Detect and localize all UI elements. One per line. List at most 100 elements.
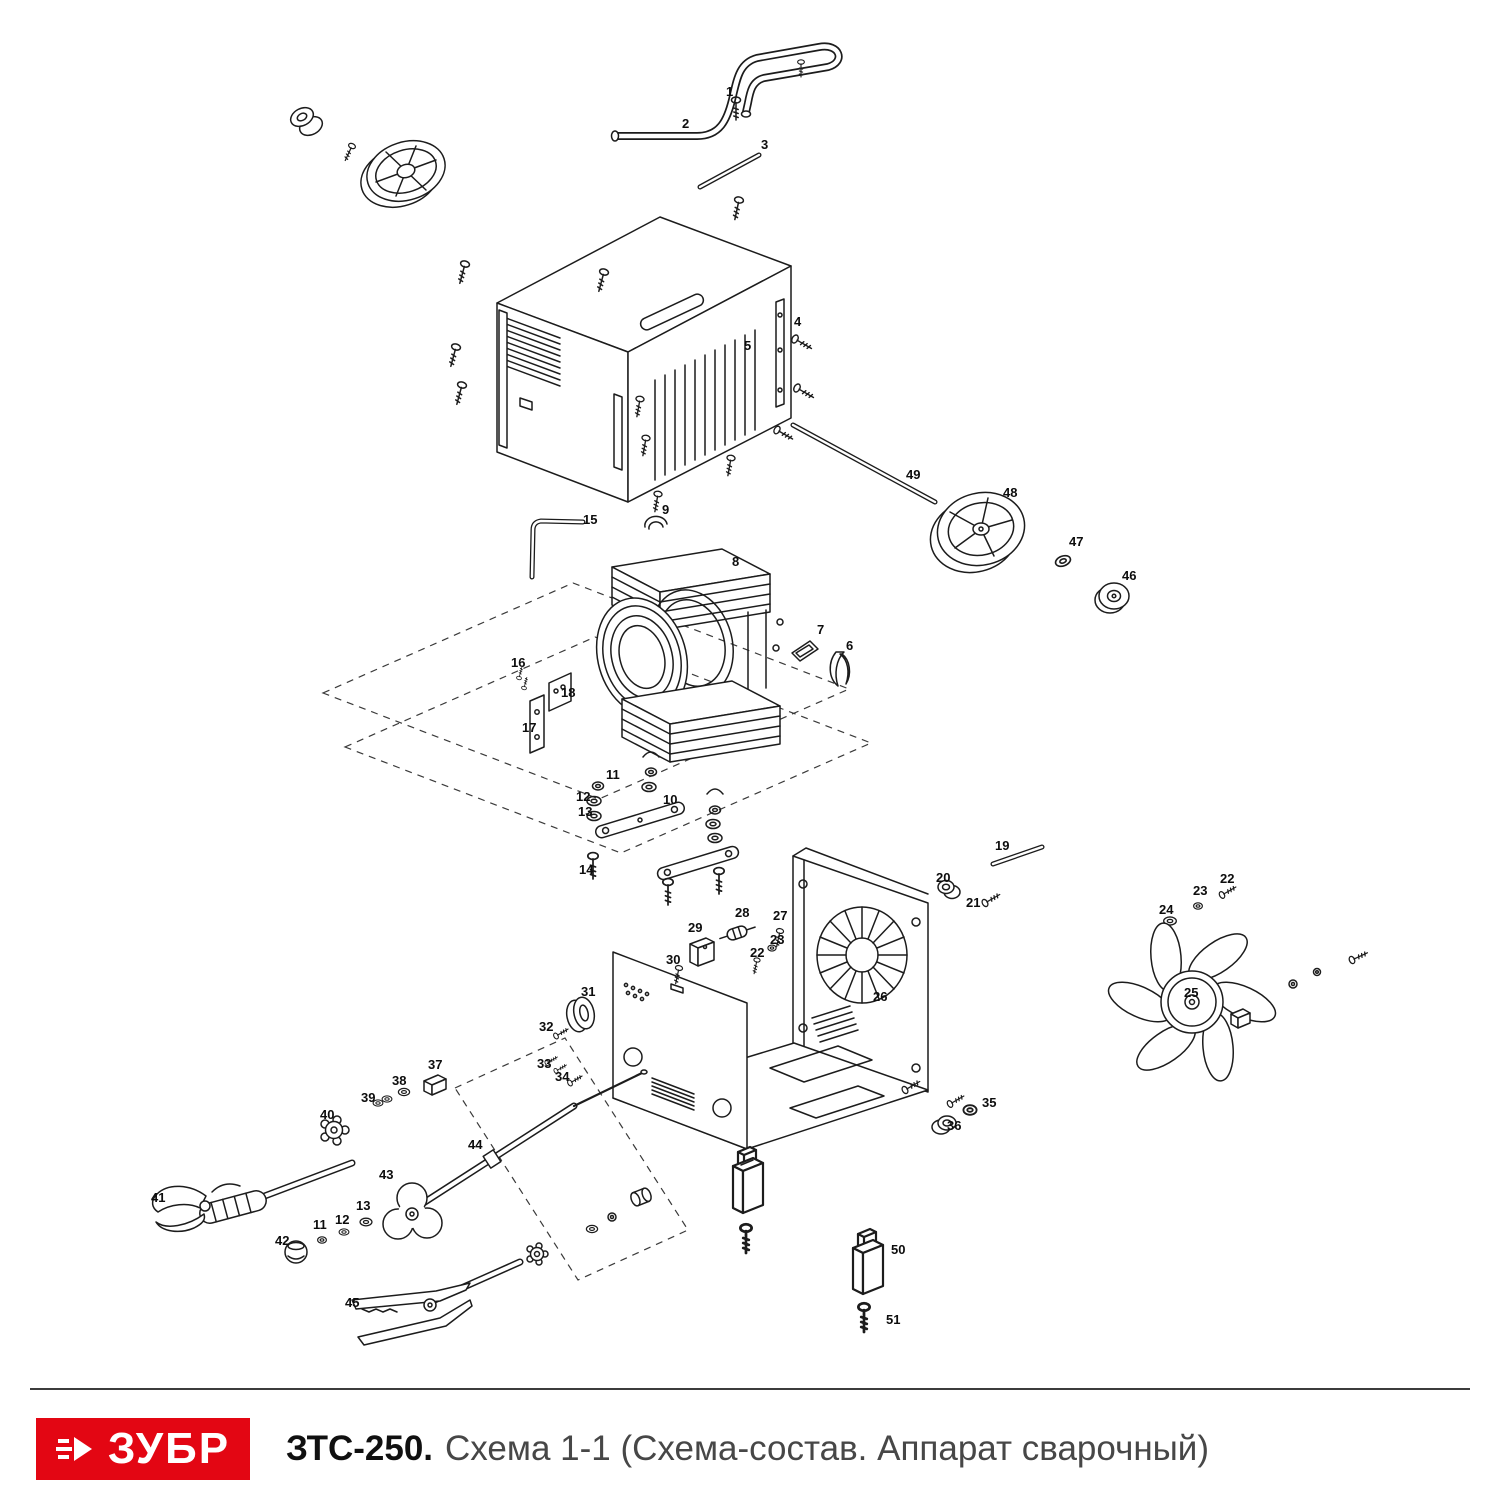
part-cap-42: [284, 1240, 308, 1264]
part-plate-17: [529, 694, 545, 754]
part-screw-14c: [712, 866, 726, 895]
part-screws-16: [515, 666, 530, 691]
part-screw-21: [980, 890, 1003, 909]
part-earth-clamp: [351, 1258, 524, 1346]
part-label-49: 49: [906, 467, 920, 482]
part-washer-47: [1053, 552, 1073, 570]
part-screw-22: [1217, 883, 1239, 900]
part-washer-39b: [381, 1095, 393, 1103]
part-bar-10: [594, 801, 686, 839]
model-number: ЗТС-250.: [286, 1429, 434, 1468]
part-screw-connector: [739, 1222, 753, 1255]
part-chassis-base: [612, 951, 929, 1150]
part-label-39: 39: [361, 1090, 375, 1105]
part-label-2: 2: [682, 116, 689, 131]
part-label-25: 25: [1184, 985, 1198, 1000]
part-screw-35b: [945, 1092, 967, 1109]
part-label-24: 24: [1159, 902, 1174, 917]
part-label-11: 11: [313, 1217, 327, 1232]
part-rod-3: [697, 152, 762, 222]
louvers-left: [505, 317, 561, 387]
part-label-26: 26: [873, 989, 887, 1004]
part-wire-bracket-15: [529, 518, 586, 580]
part-washer-stack-2: [641, 751, 660, 793]
part-label-20: 20: [936, 870, 950, 885]
part-label-51: 51: [886, 1312, 900, 1327]
construction-plane-upper: [321, 582, 851, 800]
part-label-21: 21: [966, 895, 980, 910]
part-bracket-6: [829, 651, 851, 687]
brand-logo: ЗУБР: [36, 1418, 250, 1480]
part-star-knob-40: [320, 1115, 350, 1146]
construction-plane-bottom: [454, 1037, 689, 1281]
part-label-29: 29: [688, 920, 702, 935]
part-label-44: 44: [468, 1137, 483, 1152]
part-tri-knob-43: [382, 1182, 443, 1240]
part-cap-36: [931, 1115, 957, 1135]
part-label-4: 4: [794, 314, 802, 329]
part-label-22: 22: [1220, 871, 1234, 886]
part-plate-7: [791, 640, 819, 662]
part-washer-mid: [585, 1224, 599, 1234]
part-rod-19: [990, 844, 1045, 867]
part-label-10: 10: [663, 792, 677, 807]
part-label-12: 12: [335, 1212, 349, 1227]
part-plate-18: [548, 672, 572, 712]
part-connector-50: [851, 1227, 885, 1296]
scheme-subtitle: Схема 1-1 (Схема-состав. Аппарат сварочн…: [445, 1429, 1210, 1468]
part-screw-32: [552, 1025, 571, 1041]
part-label-9: 9: [662, 502, 669, 517]
part-label-11: 11: [606, 767, 620, 782]
part-capacitor-28: [719, 925, 756, 941]
part-label-13: 13: [356, 1198, 370, 1213]
part-fan: [1107, 922, 1277, 1082]
part-electrode-holder: [151, 1159, 356, 1233]
part-washer-13b: [359, 1217, 373, 1227]
part-label-23: 23: [770, 932, 784, 947]
part-bar-10b: [656, 845, 740, 881]
part-label-45: 45: [345, 1295, 359, 1310]
part-label-13: 13: [578, 804, 592, 819]
part-washer-12b: [338, 1228, 350, 1236]
part-label-42: 42: [275, 1233, 289, 1248]
part-sleeve: [630, 1187, 652, 1207]
part-axle-49: [790, 422, 938, 505]
part-label-37: 37: [428, 1057, 442, 1072]
part-label-46: 46: [1122, 568, 1136, 583]
part-nut-11b: [317, 1236, 327, 1244]
part-label-38: 38: [392, 1073, 406, 1088]
part-cable-connector: [731, 1145, 765, 1215]
exploded-view-diagram: 1234567891011121314151617181920212223242…: [151, 42, 1370, 1346]
part-star-knob-small: [526, 1242, 549, 1266]
part-label-6: 6: [846, 638, 853, 653]
part-label-35: 35: [982, 1095, 996, 1110]
part-nut-35: [962, 1104, 978, 1116]
part-label-30: 30: [666, 952, 680, 967]
part-washer-mid2: [607, 1212, 617, 1222]
part-label-8: 8: [732, 554, 739, 569]
part-label-48: 48: [1003, 485, 1017, 500]
part-axle-cap: [289, 106, 357, 163]
part-wheel-right: [929, 491, 1026, 574]
brand-name: ЗУБР: [107, 1424, 231, 1473]
part-label-31: 31: [581, 984, 595, 999]
part-label-12: 12: [576, 789, 590, 804]
footer-row: ЗУБР ЗТС-250. Схема 1-1 (Схема-состав. Ап…: [36, 1418, 1464, 1480]
part-wheel-left: [360, 140, 446, 208]
part-label-5: 5: [744, 338, 751, 353]
part-screw-51: [857, 1301, 871, 1334]
part-label-15: 15: [583, 512, 597, 527]
part-label-28: 28: [735, 905, 749, 920]
part-label-22: 22: [750, 945, 764, 960]
diagram-title: ЗТС-250. Схема 1-1 (Схема-состав. Аппарат…: [286, 1429, 1209, 1469]
part-switch-29: [689, 937, 715, 967]
louvers-right: [654, 329, 756, 481]
part-label-1: 1: [726, 84, 733, 99]
part-label-36: 36: [947, 1118, 961, 1133]
footer: ЗУБР ЗТС-250. Схема 1-1 (Схема-состав. Ап…: [0, 1388, 1500, 1480]
part-screw-14b: [661, 877, 675, 906]
brand-arrow-icon: [55, 1437, 92, 1461]
part-transformer: [595, 548, 784, 763]
part-label-18: 18: [561, 685, 575, 700]
